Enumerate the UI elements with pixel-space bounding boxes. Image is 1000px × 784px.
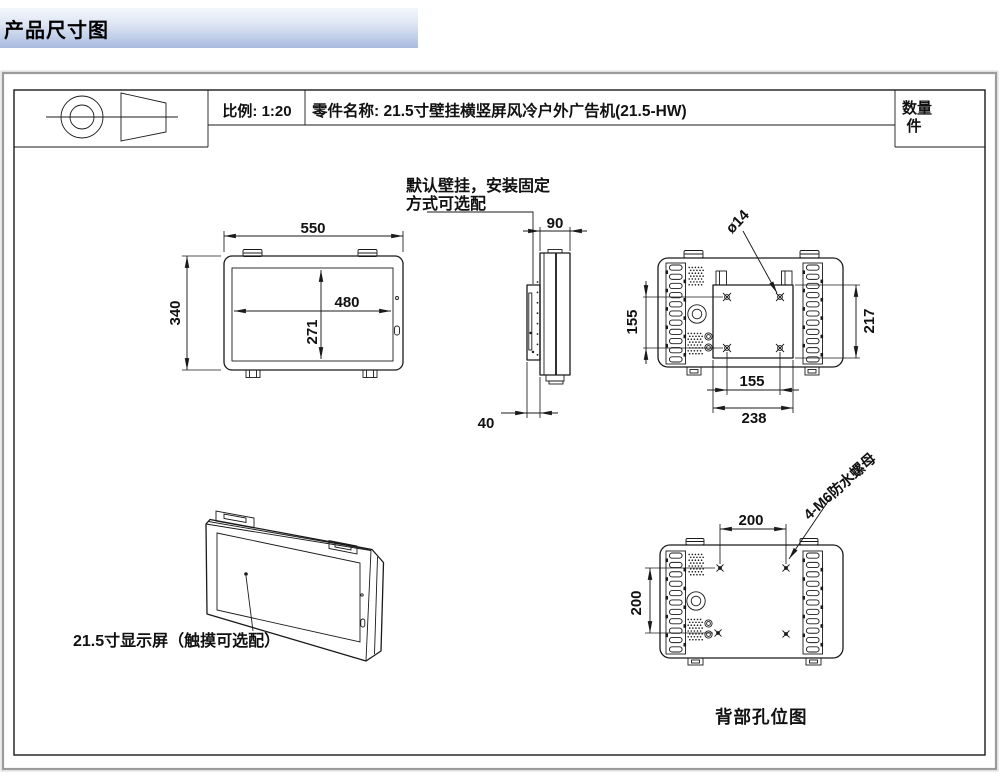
dim-plate-height: 217 [861,308,878,333]
mount-hole [716,564,724,572]
speaker-hole-grid [688,553,704,576]
part-name-label: 零件名称: 21.5寸壁挂横竖屏风冷户外广告机(21.5-HW) [311,101,687,120]
mount-note-line1: 默认壁挂，安装固定 [406,176,550,195]
side-view [526,249,571,385]
dim-rear-hole-gap-v: 200 [628,590,645,615]
dim-front-width: 550 [300,220,325,237]
speaker-hole-grid [688,266,704,286]
mount-hole [722,292,732,302]
page-title: 产品尺寸图 [4,19,109,42]
screen-leader-dot [244,572,248,576]
screen-surface [216,532,361,643]
cable-gland [704,332,713,341]
quantity-label: 数量 [902,99,932,117]
nut-leader [788,496,832,560]
mount-note-line2: 方式可选配 [406,194,486,213]
bracket-hole-dot [536,281,539,283]
bracket-hole-dot [536,322,539,325]
dim-hole-dia: ø14 [723,206,754,237]
mount-hole [722,343,732,353]
vent-grille [665,550,687,655]
wall-bracket [526,284,541,361]
bracket-hole-dot [536,343,539,346]
screen-label: 21.5寸显示屏（触摸可选配） [73,631,280,650]
speaker-hole-grid [687,332,703,355]
mount-hole [714,629,722,637]
vent-grille [665,262,687,365]
cable-gland [704,619,713,628]
mount-hole [782,630,790,638]
front-view [223,249,404,378]
rear-holes-view [659,538,844,666]
bracket-hole-dot [536,301,539,304]
screen-leader [245,575,254,632]
fan-vent [686,591,706,611]
drawing-frame [0,70,999,772]
vent-grille [802,262,824,365]
dimension-layer: 550 340 480 271 90 40 默认壁挂，安装固定 方式可选配 15… [73,176,880,727]
quantity-unit-label: 件 [906,117,921,135]
dim-hole-gap-h: 155 [739,373,764,390]
dim-front-height: 340 [167,300,184,325]
projection-symbol-icon [46,92,178,142]
rear-holes-caption: 背部孔位图 [715,707,808,727]
vent-grille [802,550,824,655]
perspective-view [205,510,385,662]
dim-rear-hole-gap-h: 200 [738,512,763,529]
scale-label: 比例: 1:20 [222,102,291,120]
cable-gland [704,343,713,352]
speaker-hole-grid [687,618,703,641]
bracket-hole-dot [536,291,539,294]
nut-label: 4-M6防水螺母 [800,449,880,523]
rear-view [657,250,844,376]
light-sensor-dot [395,296,399,300]
dim-screen-height: 271 [304,319,321,344]
dim-bracket-depth: 40 [478,415,495,432]
dim-hole-gap-v: 155 [624,309,641,334]
bracket-hole-dot [536,312,539,315]
dim-depth: 90 [547,215,564,232]
cable-gland [704,630,713,639]
bezel-button [394,325,400,336]
vesa-plate [712,270,794,359]
dim-screen-width: 480 [334,294,359,311]
bracket-hole-dot [536,353,539,356]
mount-hole [782,564,790,572]
dim-plate-width: 238 [741,410,766,427]
mount-hole [775,292,785,302]
mount-hole [775,343,785,353]
hole-dia-leader [742,230,778,294]
mount-note-leader [427,211,534,284]
bracket-hole-dot [536,333,539,335]
fan-vent [687,304,707,324]
title-block: 比例: 1:20 零件名称: 21.5寸壁挂横竖屏风冷户外广告机(21.5-HW… [14,90,985,148]
page-title-bar: 产品尺寸图 [0,8,418,48]
